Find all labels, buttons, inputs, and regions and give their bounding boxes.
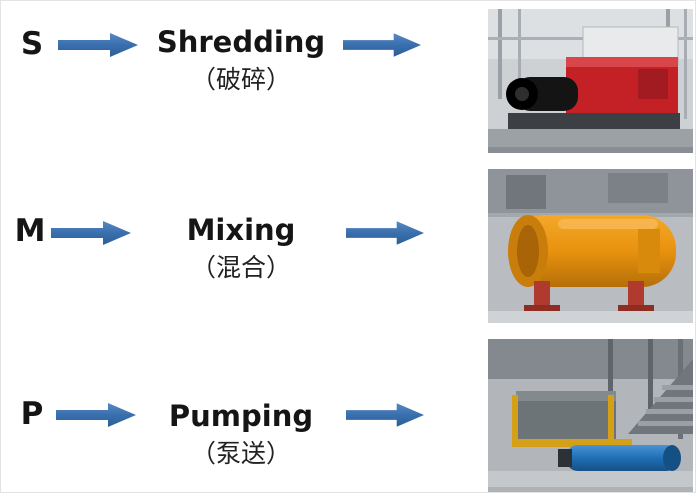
step-labels-pumping: Pumping （泵送） xyxy=(141,399,341,469)
shredder-photo-art xyxy=(488,9,693,153)
step-label-cn: （破碎） xyxy=(190,64,291,94)
step-label-cn: （混合） xyxy=(190,252,291,282)
arrow-right-icon xyxy=(56,403,136,427)
step-label-en: Mixing xyxy=(186,213,296,247)
arrow-right-icon xyxy=(346,221,424,245)
arrow-right-icon xyxy=(58,33,138,57)
step-label-cn: （泵送） xyxy=(190,438,291,468)
mixer-photo-art xyxy=(488,169,693,323)
step-labels-mixing: Mixing （混合） xyxy=(141,213,341,283)
arrow-right-icon xyxy=(51,221,131,245)
mixer-machine-photo xyxy=(488,169,693,323)
step-label-en: Pumping xyxy=(168,399,314,433)
arrow-right-icon xyxy=(346,403,424,427)
pump-photo-art xyxy=(488,339,693,492)
step-labels-shredding: Shredding （破碎） xyxy=(141,25,341,95)
step-label-en: Shredding xyxy=(156,25,326,59)
step-letter-m: M xyxy=(14,213,46,249)
step-letter-p: P xyxy=(20,396,44,432)
step-letter-s: S xyxy=(20,26,44,62)
shredder-machine-photo xyxy=(488,9,693,153)
pump-machine-photo xyxy=(488,339,693,492)
arrow-right-icon xyxy=(343,33,421,57)
